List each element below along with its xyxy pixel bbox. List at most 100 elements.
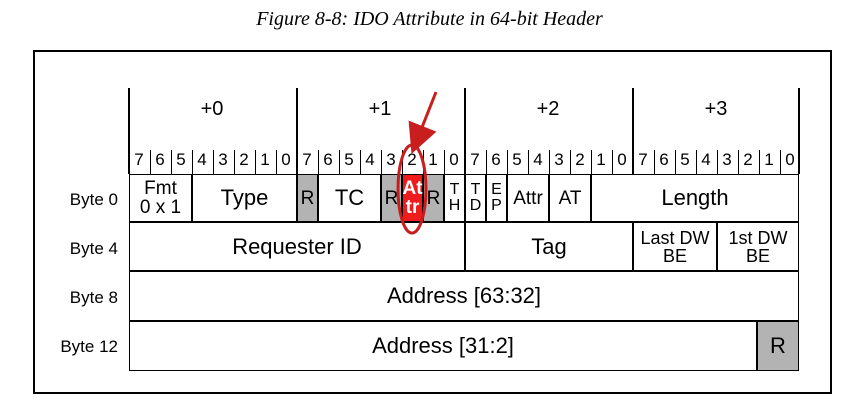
bit-tick xyxy=(255,150,256,174)
length-field: Length xyxy=(591,174,799,222)
th-label-bottom: H xyxy=(448,197,461,214)
bit-number: 4 xyxy=(701,150,711,169)
bit-tick xyxy=(213,150,214,174)
td-label-bottom: D xyxy=(469,197,482,214)
byte-tick xyxy=(632,88,634,174)
bit-number: 5 xyxy=(680,150,690,169)
tag-field: Tag xyxy=(465,222,633,271)
bit-number: 6 xyxy=(491,150,501,169)
reserved-field: R xyxy=(297,174,318,222)
bit-tick xyxy=(192,150,193,174)
row-label-byte-8: Byte 8 xyxy=(69,288,118,307)
bit-number: 6 xyxy=(323,150,333,169)
bit-number: 6 xyxy=(659,150,669,169)
bit-tick xyxy=(612,150,613,174)
bit-number: 3 xyxy=(554,150,564,169)
bit-number: 1 xyxy=(428,150,438,169)
fmt-value: 0 x 1 xyxy=(139,197,182,218)
type-field: Type xyxy=(192,174,297,222)
byte-tick xyxy=(128,88,130,174)
ep-label-top: E xyxy=(491,181,502,198)
bit-number: 7 xyxy=(638,150,648,169)
row-label-byte-4: Byte 4 xyxy=(69,239,118,258)
bit-tick xyxy=(318,150,319,174)
bit-number: 5 xyxy=(176,150,186,169)
bit-tick xyxy=(339,150,340,174)
first-dw-be-field: 1st DW BE xyxy=(717,222,799,271)
bit-number: 0 xyxy=(617,150,627,169)
row-label-byte-12: Byte 12 xyxy=(60,337,118,356)
first-dw-be-label-bottom: BE xyxy=(745,245,770,266)
reserved-field: R xyxy=(423,174,444,222)
bit-tick xyxy=(738,150,739,174)
bit-number: 5 xyxy=(344,150,354,169)
bit-tick xyxy=(234,150,235,174)
ido-attr-label-bottom: tr xyxy=(405,197,420,218)
bit-number: 4 xyxy=(533,150,543,169)
callout-arrow xyxy=(408,91,438,154)
bit-tick xyxy=(276,150,277,174)
bit-number: 6 xyxy=(155,150,165,169)
attr-field: Attr xyxy=(507,174,549,222)
bit-number: 1 xyxy=(596,150,606,169)
bit-number: 7 xyxy=(470,150,480,169)
bit-tick xyxy=(360,150,361,174)
fmt-label: Fmt xyxy=(144,178,177,199)
bit-tick xyxy=(654,150,655,174)
bit-number: 2 xyxy=(239,150,249,169)
bit-tick xyxy=(171,150,172,174)
bit-number: 3 xyxy=(722,150,732,169)
requester-id-field: Requester ID xyxy=(129,222,465,271)
bit-number: 2 xyxy=(743,150,753,169)
bit-tick xyxy=(150,150,151,174)
bit-number: 3 xyxy=(218,150,228,169)
bit-number: 7 xyxy=(134,150,144,169)
bit-number: 5 xyxy=(512,150,522,169)
bit-tick xyxy=(402,150,403,174)
ido-attr-label-top: At xyxy=(402,178,423,199)
byte-offset-3: +3 xyxy=(704,98,728,120)
byte-tick xyxy=(464,88,466,174)
bit-tick xyxy=(591,150,592,174)
bit-tick xyxy=(528,150,529,174)
bit-number: 2 xyxy=(575,150,585,169)
tc-field: TC xyxy=(318,174,381,222)
bit-number: 4 xyxy=(197,150,207,169)
bit-tick xyxy=(696,150,697,174)
bit-number: 1 xyxy=(764,150,774,169)
bit-tick xyxy=(549,150,550,174)
bit-tick xyxy=(570,150,571,174)
bit-number: 4 xyxy=(365,150,375,169)
ido-attr-field: At tr xyxy=(402,174,423,222)
highlight-ellipse xyxy=(396,143,428,235)
bit-tick xyxy=(780,150,781,174)
bit-tick xyxy=(444,150,445,174)
bit-number: 3 xyxy=(386,150,396,169)
byte-tick xyxy=(798,88,800,174)
ep-label-bottom: P xyxy=(491,197,502,214)
address-31-2-field: Address [31:2] xyxy=(129,321,757,371)
last-dw-be-field: Last DW BE xyxy=(633,222,717,271)
first-dw-be-label-top: 1st DW xyxy=(728,227,788,248)
bit-tick xyxy=(717,150,718,174)
address-63-32-field: Address [63:32] xyxy=(129,271,799,321)
byte-offset-2: +2 xyxy=(536,98,560,120)
td-label-top: T xyxy=(470,181,481,198)
byte-offset-1: +1 xyxy=(368,98,392,120)
bit-tick xyxy=(486,150,487,174)
diagram-frame xyxy=(33,50,832,394)
td-field: T D xyxy=(465,174,486,222)
bit-number: 7 xyxy=(302,150,312,169)
bit-tick xyxy=(507,150,508,174)
fmt-field: Fmt 0 x 1 xyxy=(129,174,192,222)
th-field: T H xyxy=(444,174,465,222)
bit-number: 1 xyxy=(260,150,270,169)
reserved-field: R xyxy=(757,321,799,371)
bit-number: 0 xyxy=(785,150,795,169)
byte-tick xyxy=(296,88,298,174)
figure-caption: Figure 8-8: IDO Attribute in 64-bit Head… xyxy=(256,8,603,30)
bit-tick xyxy=(675,150,676,174)
bit-tick xyxy=(381,150,382,174)
ep-field: E P xyxy=(486,174,507,222)
